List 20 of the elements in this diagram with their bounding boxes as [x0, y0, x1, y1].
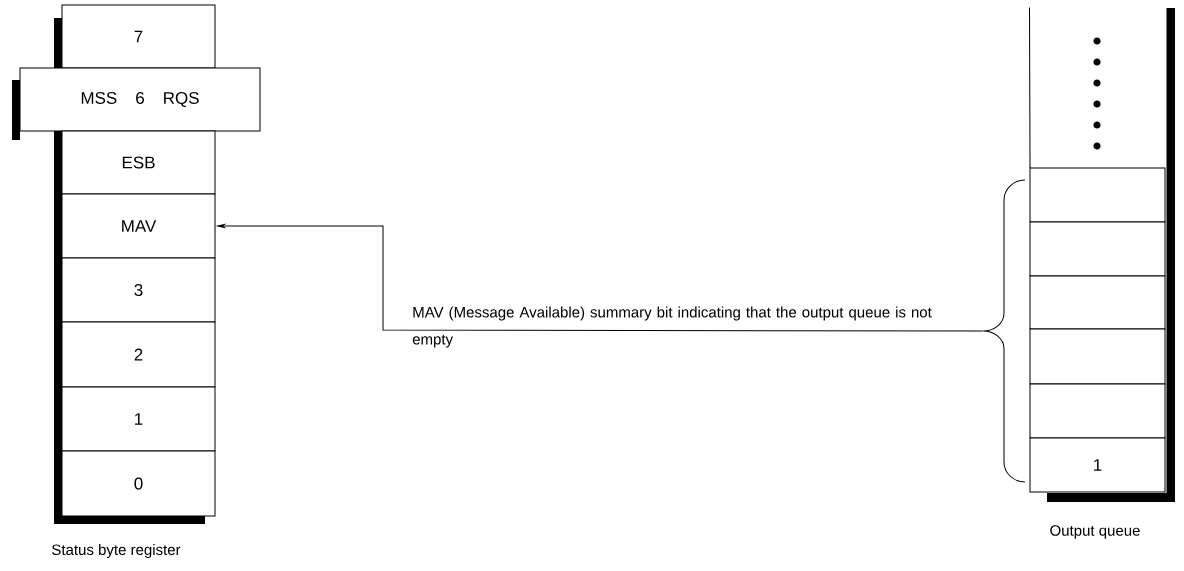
queue-cell	[1029, 167, 1166, 223]
queue-box	[1029, 7, 1101, 169]
register-cell: 3	[61, 257, 216, 323]
register-cell: 7	[61, 4, 216, 69]
curly-brace	[982, 179, 1026, 483]
queue-cell: 1	[1029, 437, 1166, 493]
queue-cell	[1029, 221, 1166, 277]
queue-cell	[1029, 383, 1166, 439]
register-cell: ESB	[61, 130, 216, 195]
register-cell: MAV	[61, 193, 216, 259]
register-cell: 0	[61, 450, 216, 517]
register-cell: 2	[61, 321, 216, 388]
register-cell: MSS 6 RQS	[19, 67, 261, 132]
caption: Status byte register	[52, 544, 181, 558]
register-cell: 1	[61, 386, 216, 452]
queue-cell	[1029, 328, 1166, 385]
arrow	[217, 224, 983, 332]
edge-label: MAV (Message Available) summary bit indicating that the output queue is not empty	[412, 306, 932, 348]
caption: Output queue	[1050, 525, 1140, 539]
queue-cell	[1029, 275, 1166, 330]
